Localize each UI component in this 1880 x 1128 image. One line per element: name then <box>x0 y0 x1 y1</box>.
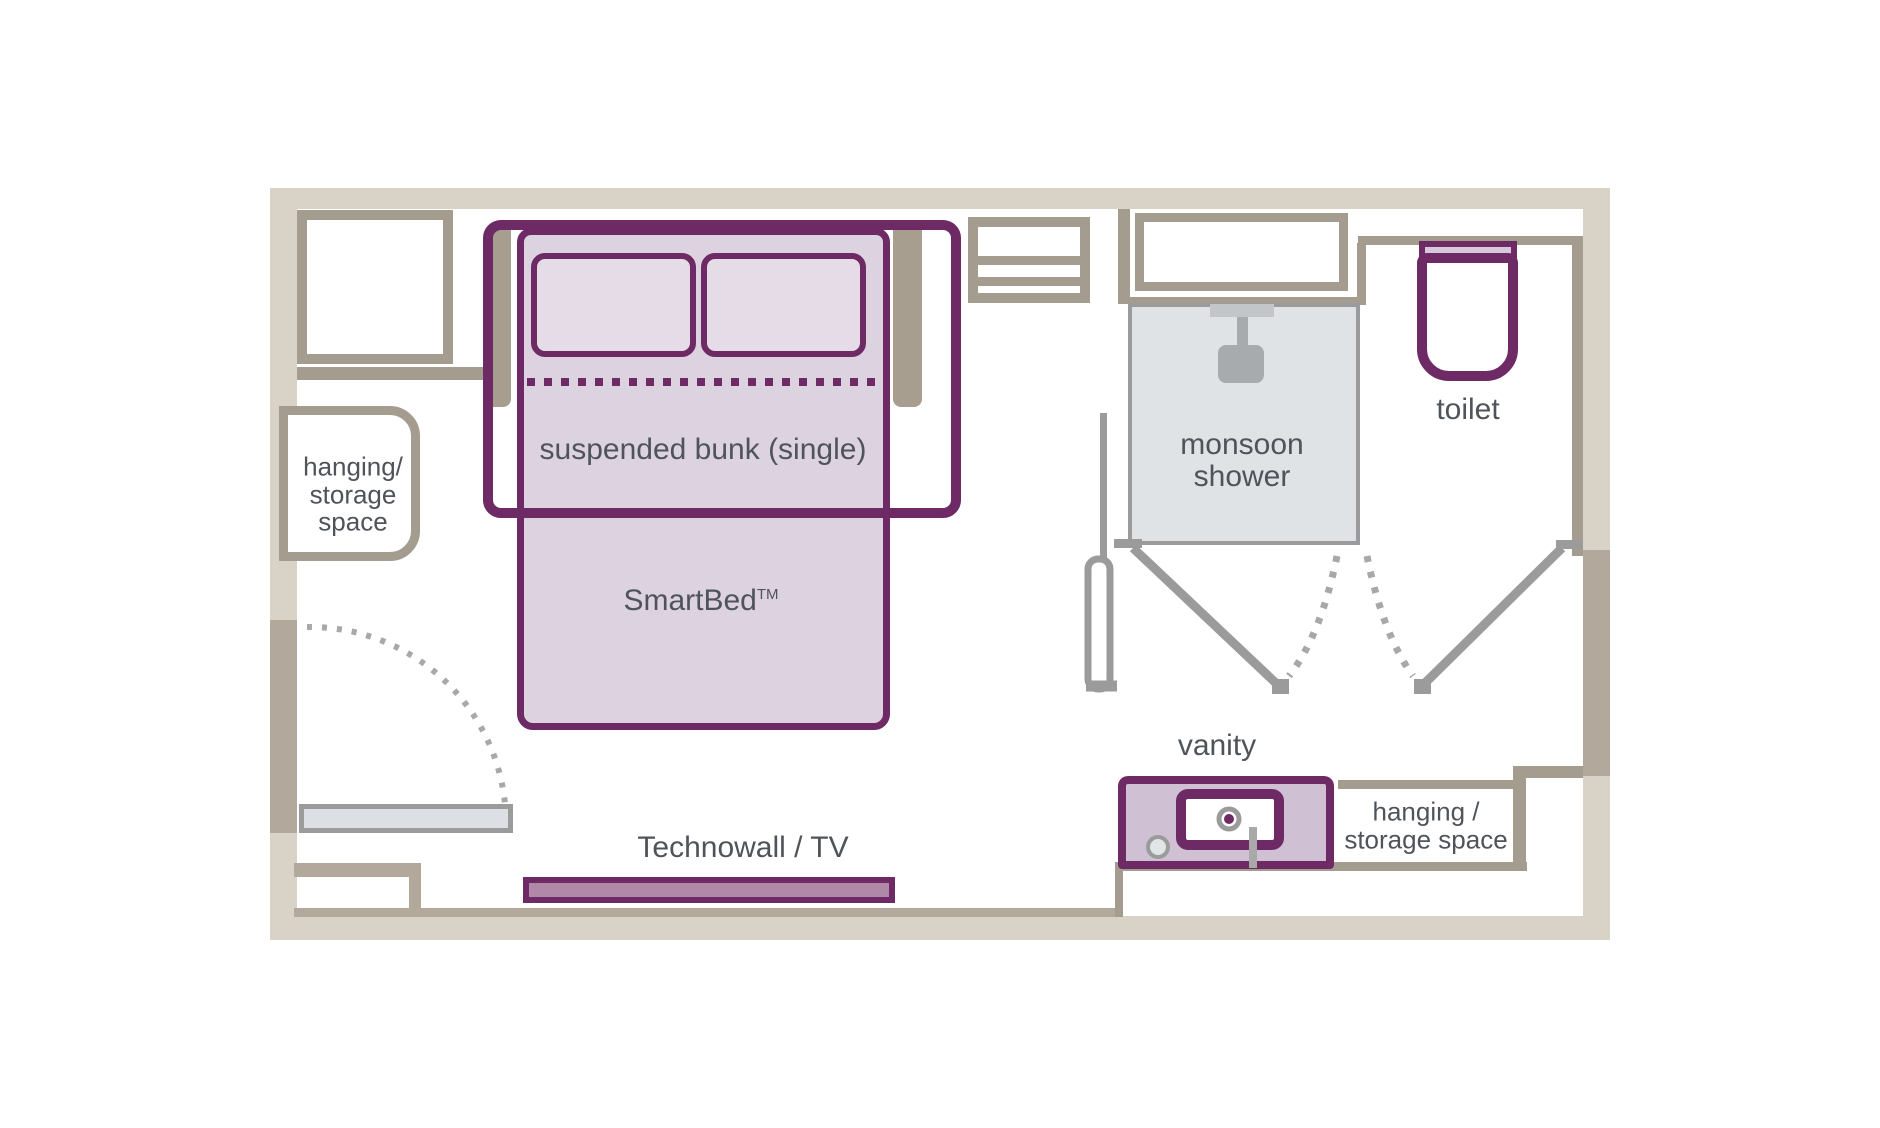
niche-step-wall-v <box>1513 766 1526 871</box>
entry-niche-top-wall <box>294 863 421 877</box>
door-panel-left <box>1129 544 1284 691</box>
shower-glass-panel <box>1100 413 1107 559</box>
shower-pipe-icon <box>1237 317 1248 347</box>
wall-right-accent-segment <box>1583 550 1610 776</box>
bunk-ladder-rung-1 <box>978 256 1080 265</box>
shower-head-icon <box>1210 304 1274 317</box>
shower-handle <box>1084 555 1114 693</box>
toilet-room-wall-stub <box>1357 243 1366 305</box>
technowall-bar <box>523 877 895 903</box>
shelf-divider <box>297 367 483 380</box>
storage-box-top-left <box>297 210 453 364</box>
wall-left-accent-segment <box>270 620 297 833</box>
shower-rose-icon <box>1218 345 1264 383</box>
vanity-label: vanity <box>1177 729 1257 763</box>
wall-bottom-accent-line <box>294 908 1118 917</box>
bunk-ladder-rung-2 <box>978 277 1080 286</box>
wall-top <box>270 188 1610 209</box>
mattress-dotted-line <box>527 378 880 386</box>
suspended-bunk-label: suspended bunk (single) <box>539 433 867 467</box>
entry-door-swing-arc <box>306 623 508 805</box>
toilet-label: toilet <box>1436 393 1500 427</box>
door-hinge-cap-right <box>1556 540 1583 549</box>
sink-drain-dot <box>1224 814 1234 824</box>
faucet-icon <box>1249 827 1257 868</box>
pillow-left <box>531 253 696 357</box>
hanging-storage-right-top-line <box>1338 780 1513 789</box>
door-hinge-cap-left <box>1114 539 1142 548</box>
toilet-room-wall-side <box>1572 236 1583 556</box>
door-swing-dotted-right <box>1363 555 1416 679</box>
smartbed-label: SmartBedTM <box>623 584 779 618</box>
wall-bottom <box>270 916 1610 940</box>
storage-box-top-right <box>1135 213 1348 291</box>
niche-step-wall-h <box>1513 766 1583 778</box>
pillow-right <box>701 253 866 357</box>
door-panel-right <box>1417 544 1566 691</box>
entry-door-leaf <box>299 804 513 833</box>
entry-niche-side-wall <box>409 866 421 917</box>
door-swing-dotted-left <box>1286 555 1341 679</box>
toilet-bowl <box>1417 253 1518 381</box>
hanging-storage-right-label: hanging / storage space <box>1344 796 1508 854</box>
toilet-room-wall-top <box>1358 236 1583 245</box>
shower-top-wall <box>1128 297 1360 306</box>
wall-partition-stub <box>1118 209 1130 304</box>
hanging-storage-left-label: hanging/ storage space <box>303 451 403 537</box>
bed-side-panel-right <box>893 230 922 407</box>
suspended-bunk-outline <box>483 220 961 518</box>
vanity-counter-end-wall <box>1115 862 1123 917</box>
monsoon-shower-label: monsoon shower <box>1180 428 1304 493</box>
door-vertex-cap-left <box>1272 679 1289 694</box>
door-vertex-cap-right <box>1414 679 1431 694</box>
technowall-label: Technowall / TV <box>637 831 849 865</box>
vanity-accessory-icon <box>1146 835 1170 859</box>
hanging-storage-left-box <box>279 406 420 561</box>
